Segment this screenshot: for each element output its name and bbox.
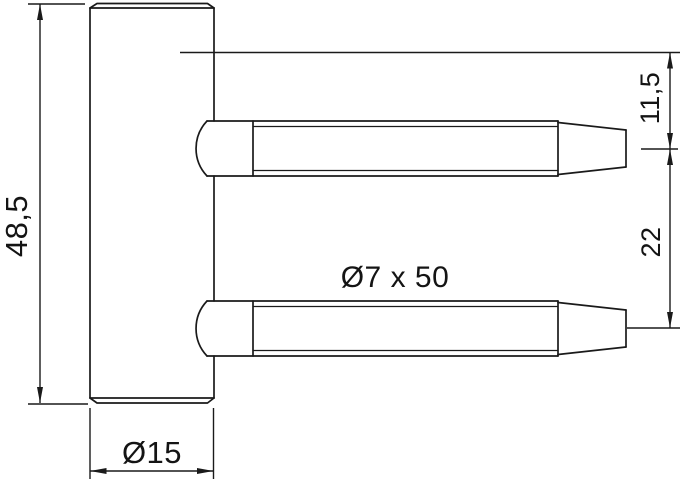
- arrow-up-icon: [37, 4, 43, 20]
- dimension-label-body-diameter: Ø15: [121, 435, 183, 470]
- arrow-down-icon: [667, 312, 673, 328]
- dimension-label-top-pin-offset: 11,5: [635, 71, 665, 125]
- dimension-lines: [39, 4, 671, 472]
- arrow-right-icon: [197, 468, 214, 474]
- dimension-label-pin-spec: Ø7 x 50: [340, 261, 450, 294]
- lower-pin-outline: [195, 300, 627, 357]
- dimension-label-body-height: 48,5: [0, 194, 34, 258]
- extension-lines: [28, 3, 680, 479]
- upper-pin-outline: [195, 120, 627, 177]
- arrow-down-icon: [667, 133, 673, 149]
- arrow-up-icon: [667, 149, 673, 165]
- body-outline: [89, 2, 215, 404]
- dimension-arrowheads: [37, 4, 673, 474]
- dimension-label-pin-spacing: 22: [636, 226, 666, 258]
- arrow-left-icon: [90, 468, 107, 474]
- arrow-up-icon: [667, 52, 673, 69]
- arrow-down-icon: [37, 387, 43, 403]
